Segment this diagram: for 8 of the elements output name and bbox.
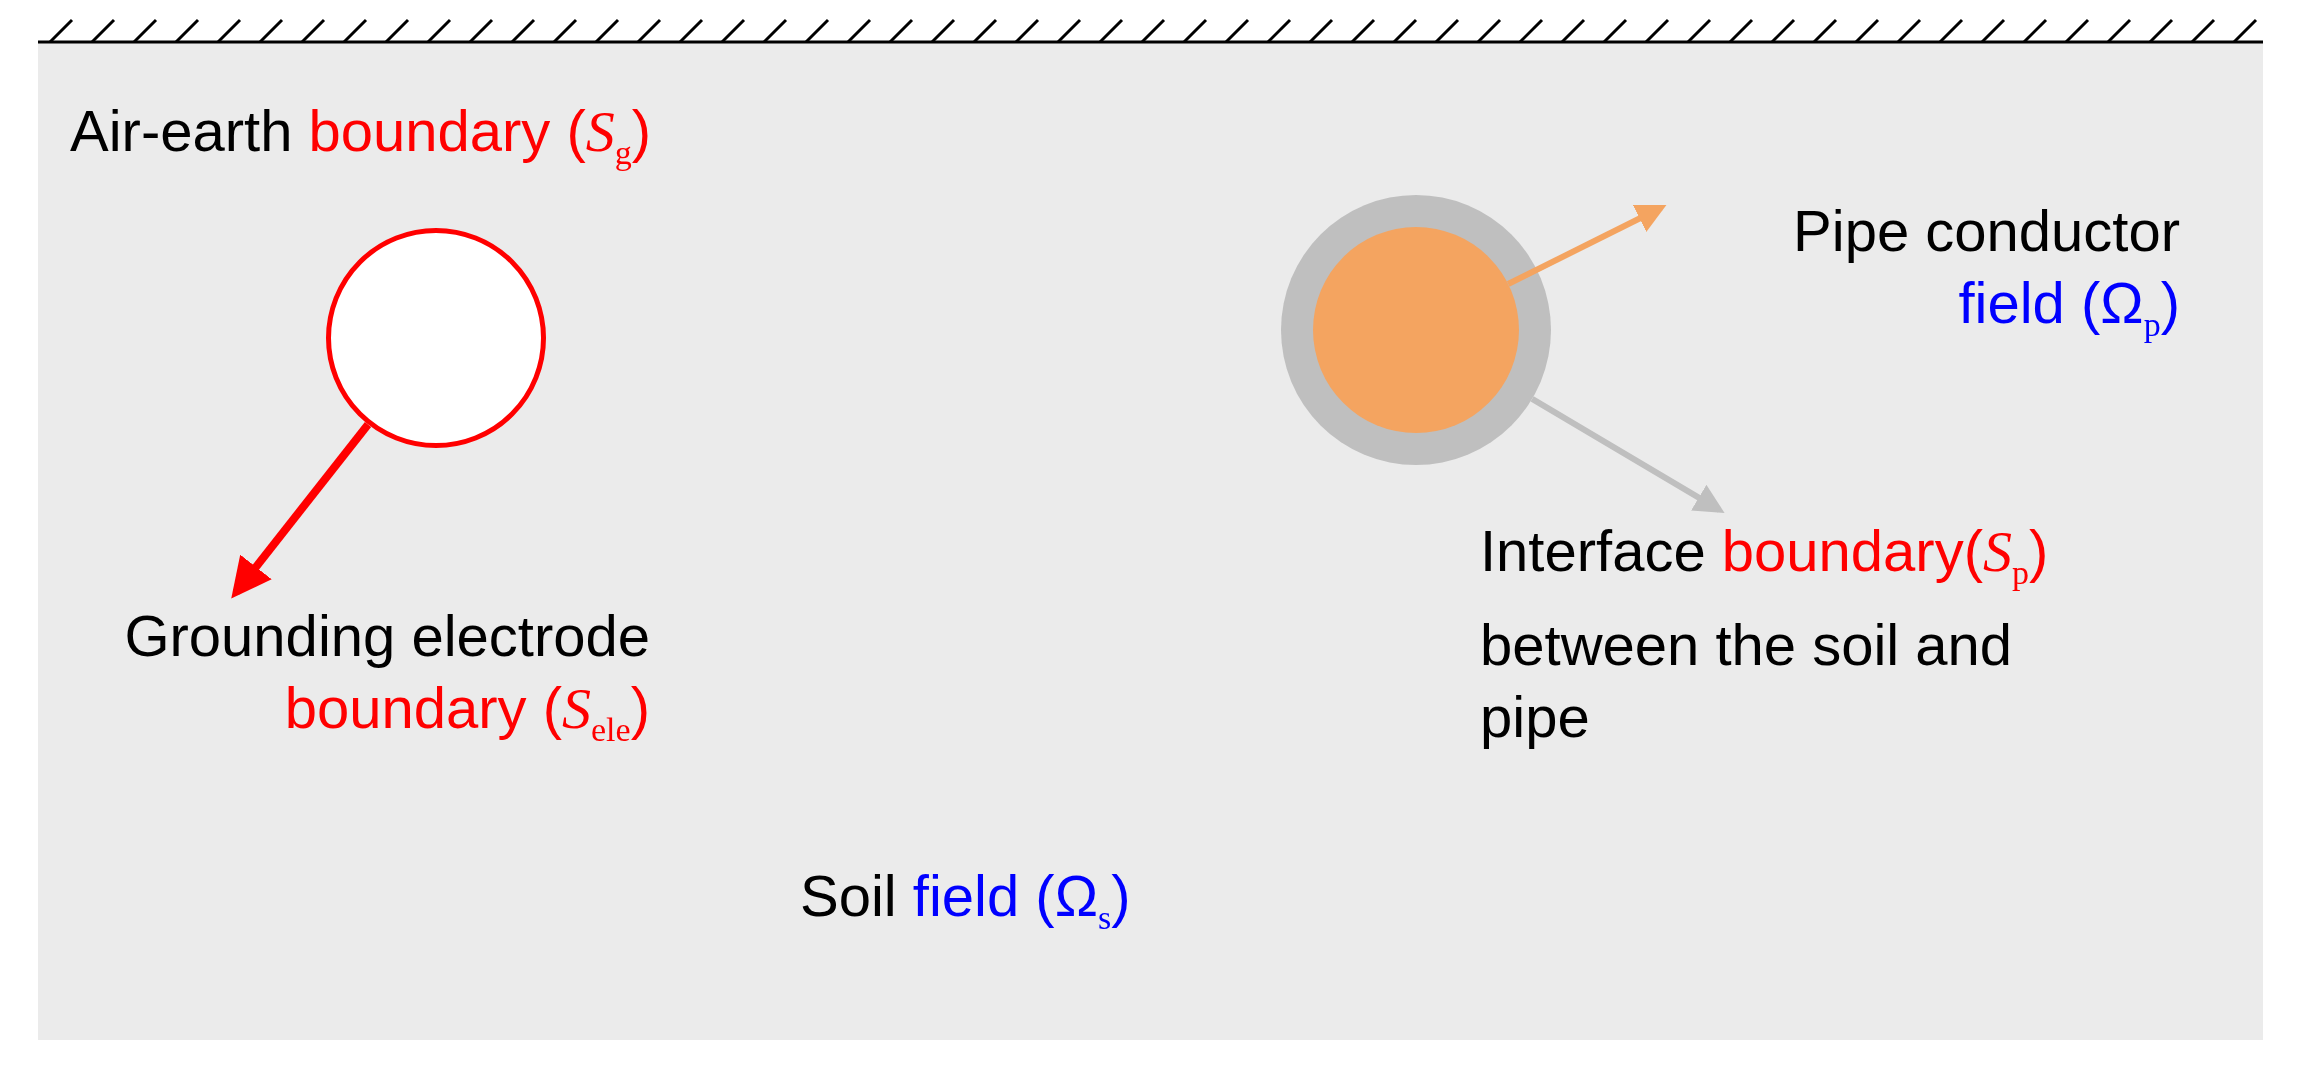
arrow <box>231 422 372 599</box>
callout-text: Grounding electrode boundary (S$_{ele}$) <box>50 600 650 766</box>
region-label: Soil field (Ω$_{s}$) <box>800 862 1131 938</box>
arrow <box>1506 205 1667 287</box>
callout-text: Pipe conductor field (Ω$_{p}$) <box>1680 195 2180 361</box>
region-label: Air-earth boundary (S$_{g}$) <box>70 97 652 173</box>
callout-text: Interface boundary(S$_{p}$) between the soil and pipe <box>1480 515 2100 753</box>
arrow <box>1530 396 1725 513</box>
